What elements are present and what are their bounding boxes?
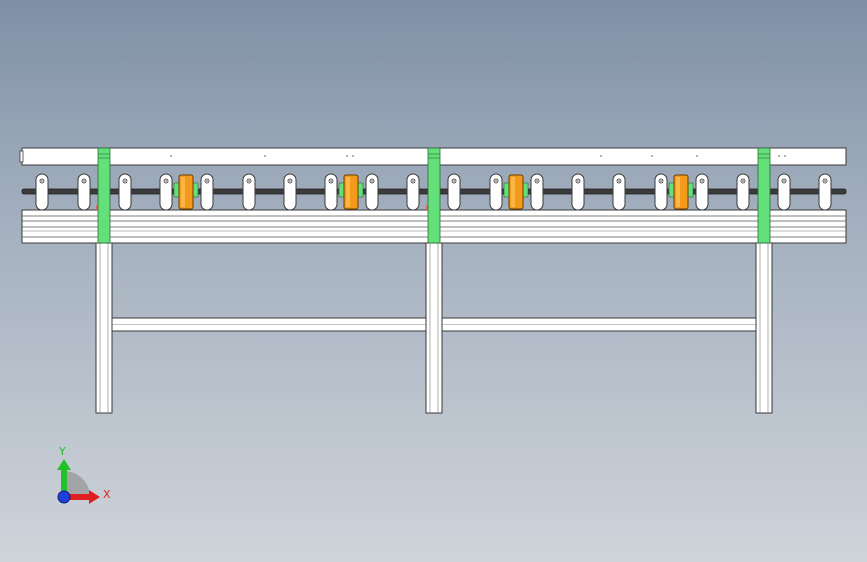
leg-right[interactable] — [755, 242, 773, 414]
roller-18[interactable] — [736, 173, 750, 211]
roller-8[interactable] — [324, 173, 338, 211]
roller-5[interactable] — [200, 173, 214, 211]
cross-braces — [111, 317, 757, 332]
roller-1[interactable] — [35, 173, 49, 211]
z-axis-dot-icon — [57, 490, 71, 504]
roller-10[interactable] — [406, 173, 420, 211]
coordinate-triad[interactable]: Y X — [57, 445, 111, 504]
drive-wheel-2[interactable] — [338, 174, 364, 210]
roller-14[interactable] — [571, 173, 585, 211]
cross-brace-left[interactable] — [111, 317, 427, 332]
drive-wheel-1[interactable] — [173, 174, 199, 210]
y-axis-label: Y — [58, 445, 66, 458]
x-axis-label: X — [103, 488, 111, 501]
y-axis-arrow-icon — [57, 459, 71, 497]
connectors — [97, 147, 771, 244]
connector-left[interactable] — [97, 147, 111, 244]
roller-17[interactable] — [695, 173, 709, 211]
roller-7[interactable] — [283, 173, 297, 211]
roller-19[interactable] — [777, 173, 791, 211]
drive-wheels — [96, 174, 761, 210]
drive-wheel-3[interactable] — [503, 174, 529, 210]
roller-13[interactable] — [530, 173, 544, 211]
leg-middle[interactable] — [425, 242, 443, 414]
x-axis-arrow-icon — [64, 490, 100, 504]
cross-brace-right[interactable] — [441, 317, 757, 332]
roller-3[interactable] — [118, 173, 132, 211]
rollers — [35, 173, 832, 211]
triad-plane-icon — [64, 471, 90, 497]
roller-20[interactable] — [818, 173, 832, 211]
roller-16[interactable] — [654, 173, 668, 211]
leg-left[interactable] — [95, 242, 113, 414]
roller-15[interactable] — [612, 173, 626, 211]
drive-wheel-4[interactable] — [668, 174, 694, 210]
connector-right[interactable] — [757, 147, 771, 244]
roller-11[interactable] — [447, 173, 461, 211]
roller-6[interactable] — [242, 173, 256, 211]
connector-middle[interactable] — [427, 147, 441, 244]
roller-12[interactable] — [489, 173, 503, 211]
roller-4[interactable] — [159, 173, 173, 211]
roller-2[interactable] — [77, 173, 91, 211]
roller-9[interactable] — [365, 173, 379, 211]
